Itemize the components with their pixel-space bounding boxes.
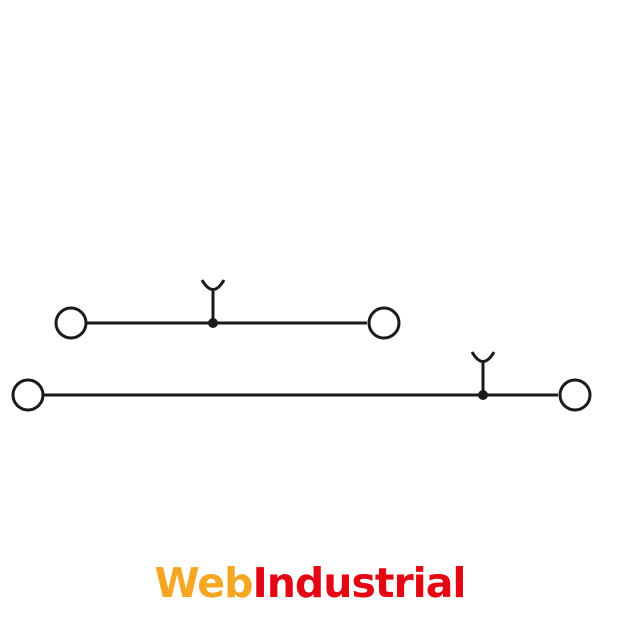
webindustrial-logo: WebIndustrial [0,557,620,609]
upper-right-terminal [367,306,401,340]
upper-junction-dot [208,318,218,328]
logo-industrial-text: Industrial [252,559,466,607]
logo-web-text: Web [154,559,254,607]
lower-junction-dot [478,390,488,400]
upper-left-terminal [54,306,88,340]
upper-test-socket-cup [200,279,226,291]
lower-test-socket-cup [470,351,496,363]
lower-left-terminal [11,378,45,412]
lower-right-terminal [558,378,592,412]
